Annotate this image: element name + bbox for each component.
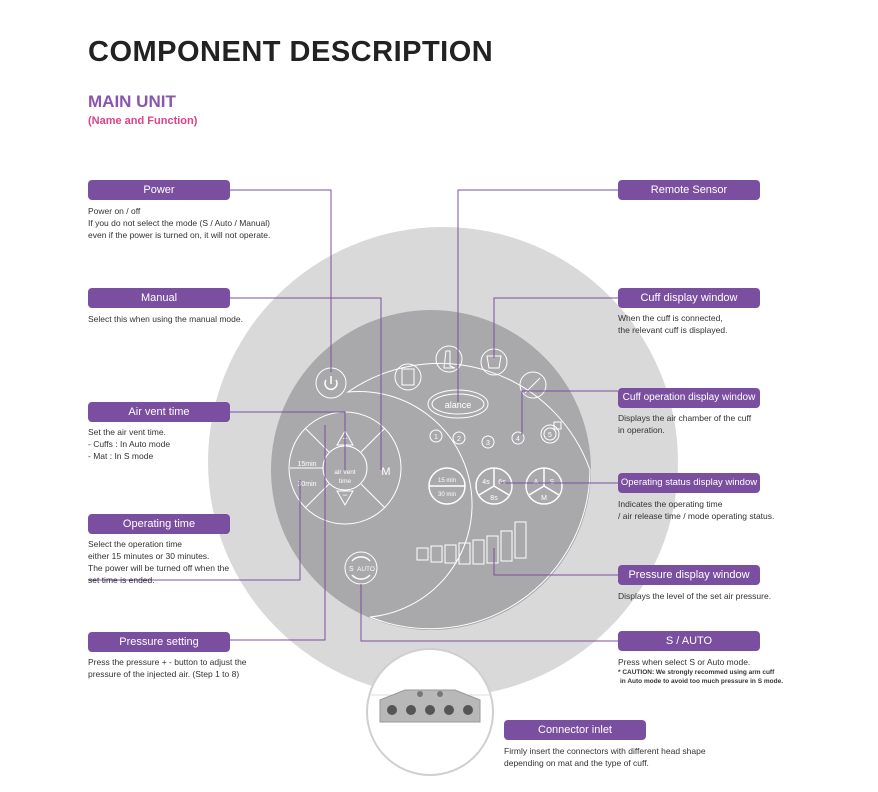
label-remote-sensor: Remote Sensor bbox=[618, 180, 760, 200]
desc-manual: Select this when using the manual mode. bbox=[88, 314, 243, 324]
chamber-5: 5 bbox=[548, 432, 552, 439]
vent-8s: 8s bbox=[490, 495, 498, 502]
leg-cuff-icon bbox=[435, 345, 463, 373]
section-subtitle: (Name and Function) bbox=[88, 115, 198, 127]
chamber-1: 1 bbox=[434, 434, 438, 441]
desc-pressure-display: Displays the level of the set air pressu… bbox=[618, 591, 772, 601]
leader-lines bbox=[88, 189, 618, 642]
air-vent-button[interactable]: air vent bbox=[334, 469, 356, 476]
brand-logo: alance bbox=[445, 400, 472, 410]
chamber-indicators bbox=[429, 421, 562, 449]
mode-m: M bbox=[541, 495, 547, 502]
air-vent-button-line2: time bbox=[339, 478, 352, 485]
chamber-2: 2 bbox=[457, 436, 461, 443]
auto-label: AUTO bbox=[357, 566, 375, 573]
op-time-15: 15 min bbox=[438, 478, 456, 484]
time-30-button[interactable]: 30min bbox=[297, 481, 316, 488]
vent-4s: 4s bbox=[482, 479, 490, 486]
operating-status-display bbox=[428, 467, 563, 505]
desc-pressure-setting: Press the pressure + - button to adjust … bbox=[88, 657, 247, 679]
mat-icon bbox=[394, 363, 422, 391]
pressure-minus-button[interactable]: − bbox=[342, 490, 347, 500]
desc-s-auto: Press when select S or Auto mode.* CAUTI… bbox=[618, 657, 783, 685]
chamber-4: 4 bbox=[516, 436, 520, 443]
manual-button[interactable]: M bbox=[381, 466, 390, 478]
time-15-button[interactable]: 15min bbox=[297, 461, 316, 468]
desc-cuff-display: When the cuff is connected,the relevant … bbox=[618, 313, 728, 335]
label-operating-status: Operating status display window bbox=[618, 473, 760, 493]
op-time-30: 30 min bbox=[438, 492, 456, 498]
label-pressure-display: Pressure display window bbox=[618, 565, 760, 585]
desc-air-vent: Set the air vent time.- Cuffs : In Auto … bbox=[88, 427, 171, 461]
label-operating-time: Operating time bbox=[88, 514, 230, 534]
label-cuff-operation: Cuff operation display window bbox=[618, 388, 760, 408]
label-air-vent: Air vent time bbox=[88, 402, 230, 422]
label-connector-inlet: Connector inlet bbox=[504, 720, 646, 740]
display-panel-outline bbox=[346, 362, 591, 630]
label-cuff-display: Cuff display window bbox=[618, 288, 760, 308]
connector-inlet-inset bbox=[366, 648, 494, 776]
desc-operating-status: Indicates the operating time/ air releas… bbox=[618, 499, 775, 521]
section-title: MAIN UNIT bbox=[88, 92, 176, 111]
page-title: COMPONENT DESCRIPTION bbox=[88, 36, 494, 68]
arm-cuff-icon bbox=[519, 371, 547, 399]
label-power: Power bbox=[88, 180, 230, 200]
label-s-auto: S / AUTO bbox=[618, 631, 760, 651]
s-label: S bbox=[349, 566, 354, 573]
desc-connector-inlet: Firmly insert the connectors with differ… bbox=[504, 746, 706, 768]
pressure-bars bbox=[416, 521, 527, 565]
label-manual: Manual bbox=[88, 288, 230, 308]
chamber-3: 3 bbox=[486, 440, 490, 447]
label-pressure-setting: Pressure setting bbox=[88, 632, 230, 652]
